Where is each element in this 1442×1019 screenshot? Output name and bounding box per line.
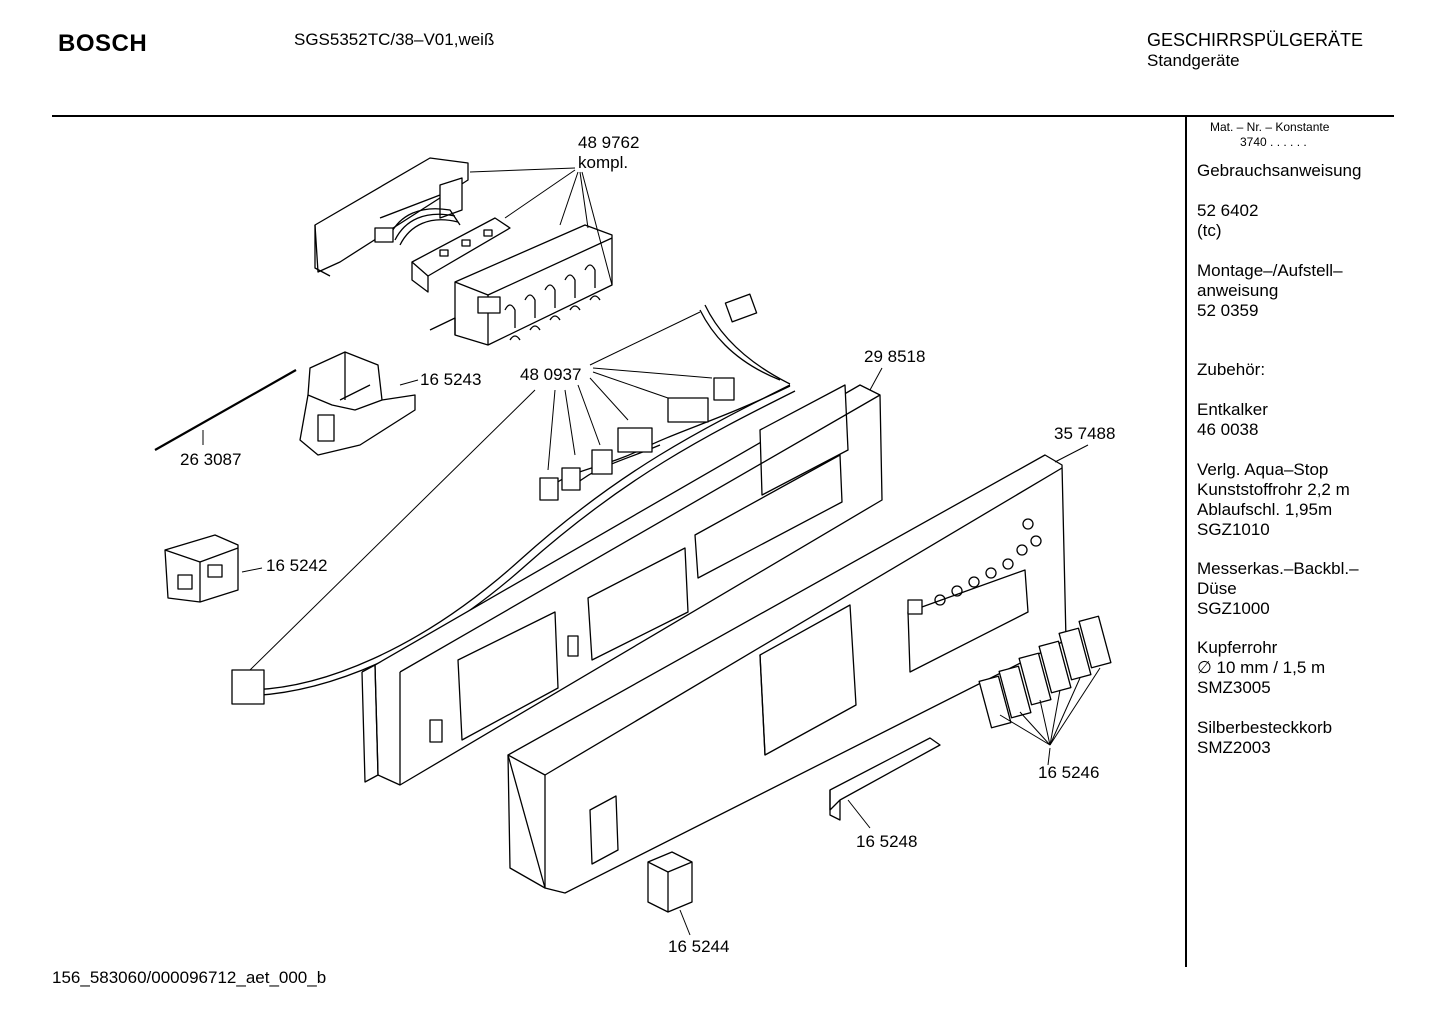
category-title: GESCHIRRSPÜLGERÄTE (1147, 30, 1364, 50)
sidebar-entry-knife-1: Messerkas.–Backbl.– (1197, 559, 1359, 578)
sidebar-entry-descaler-no: 46 0038 (1197, 420, 1259, 439)
sidebar-entry-descaler: Entkalker (1197, 400, 1268, 419)
control-frame-part (314, 157, 469, 277)
rod-part (154, 369, 297, 451)
part-label-263087: 26 3087 (180, 450, 242, 469)
part-label-165243: 16 5243 (420, 370, 482, 389)
part-label-165244: 16 5244 (668, 937, 730, 956)
subcategory-title: Standgeräte (1147, 51, 1240, 70)
brand-logo: BOSCH (58, 30, 148, 57)
drawing-id: 156_583060/000096712_aet_000_b (52, 968, 327, 987)
sidebar-entry-copper-no: SMZ3005 (1197, 678, 1271, 697)
sidebar-entry-knife-2: Düse (1197, 579, 1237, 598)
sidebar-entry-basket-no: SMZ2003 (1197, 738, 1271, 757)
sidebar-entry-install-2: anweisung (1197, 281, 1279, 300)
sidebar-entry-manual: Gebrauchsanweisung (1197, 161, 1362, 180)
sidebar-entry-install-no: 52 0359 (1197, 301, 1259, 320)
part-label-165248: 16 5248 (856, 832, 918, 851)
sidebar-entry-copper-1: Kupferrohr (1197, 638, 1278, 657)
bracket-part (299, 351, 416, 456)
leader-lines (202, 167, 1101, 936)
sidebar-entry-aquastop-3: Ablaufschl. 1,95m (1197, 500, 1333, 519)
switch-part (164, 534, 239, 603)
sidebar-entry-knife-no: SGZ1000 (1197, 599, 1270, 618)
part-label-298518: 29 8518 (864, 347, 926, 366)
exploded-view-diagram (154, 157, 1112, 936)
sidebar-entry-manual-lang: (tc) (1197, 221, 1222, 240)
inner-panel-part (361, 384, 883, 786)
sidebar-entry-aquastop-2: Kunststoffrohr 2,2 m (1197, 480, 1350, 499)
sidebar-entry-install-1: Montage–/Aufstell– (1197, 261, 1343, 280)
sidebar-entry-basket: Silberbesteckkorb (1197, 718, 1333, 737)
part-label-489762: 48 9762 (578, 133, 640, 152)
mat-value: 3740 . . . . . . (1240, 135, 1307, 149)
sidebar-entry-aquastop-1: Verlg. Aqua–Stop (1197, 460, 1329, 479)
sidebar-entry-accessories: Zubehör: (1197, 360, 1266, 379)
control-pcb-part (411, 217, 511, 293)
sidebar-entry-aquastop-no: SGZ1010 (1197, 520, 1270, 539)
connector-part (231, 669, 265, 705)
mat-heading: Mat. – Nr. – Konstante (1210, 120, 1330, 134)
part-label-165246: 16 5246 (1038, 763, 1100, 782)
header-divider (52, 115, 1394, 117)
sidebar-entry-copper-2: ∅ 10 mm / 1,5 m (1197, 658, 1326, 677)
part-label-kompl: kompl. (578, 153, 629, 172)
push-button-set-part (978, 615, 1112, 729)
part-label-165242: 16 5242 (266, 556, 328, 575)
part-label-357488: 35 7488 (1054, 424, 1116, 443)
cap-part (647, 851, 693, 913)
part-label-480937: 48 0937 (520, 365, 582, 384)
sidebar-divider (1185, 115, 1187, 967)
model-number: SGS5352TC/38–V01,weiß (294, 30, 495, 49)
connector-block-part (539, 377, 735, 501)
sidebar-entry-manual-no: 52 6402 (1197, 201, 1259, 220)
connector-part (724, 293, 758, 323)
